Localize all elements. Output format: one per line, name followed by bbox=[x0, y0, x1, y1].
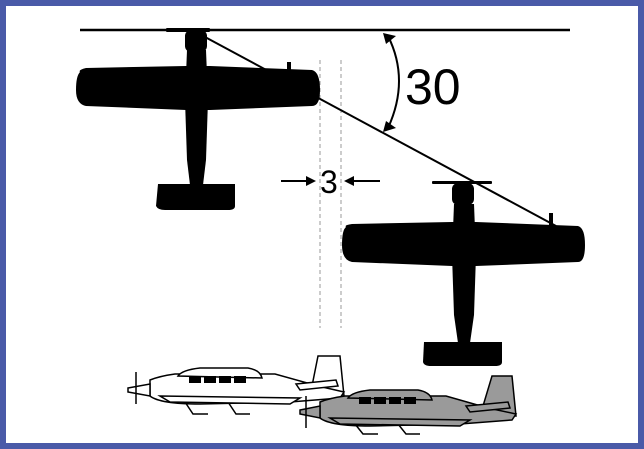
echelon-line bbox=[191, 29, 557, 227]
lead-aircraft-side-view bbox=[127, 355, 346, 415]
vertical-offset-label: 30 bbox=[405, 59, 461, 115]
wingtip-overlap-arrows bbox=[281, 176, 380, 186]
wingtip-overlap-label: 3 bbox=[320, 164, 338, 200]
lead-aircraft-top-view bbox=[76, 28, 320, 210]
trail-aircraft-side-view bbox=[299, 375, 518, 435]
trail-aircraft-top-view bbox=[342, 181, 585, 366]
vertical-offset-arrow bbox=[383, 33, 400, 132]
